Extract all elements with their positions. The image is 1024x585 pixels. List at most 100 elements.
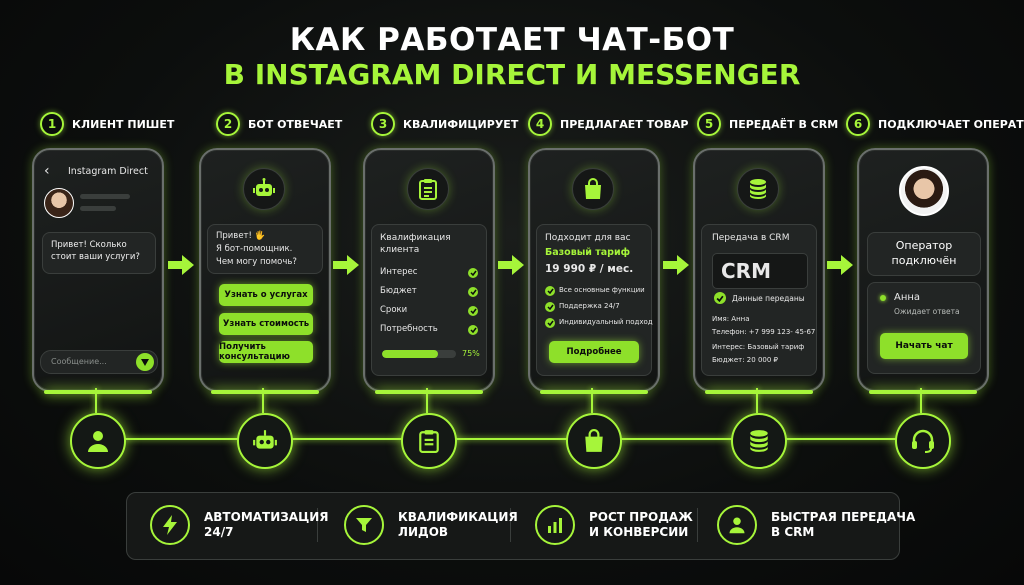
plan-name: Базовый тариф	[545, 247, 631, 258]
step-6-header: 6 ПОДКЛЮЧАЕТ ОПЕРАТОРА	[846, 112, 1024, 136]
crm-field: Бюджет: 20 000 ₽	[712, 356, 778, 364]
connector	[920, 388, 922, 413]
plan-feature: Поддержка 24/7	[559, 302, 620, 310]
bot-greeting: Привет! 🖐	[216, 231, 266, 241]
feature-automation: АВТОМАТИЗАЦИЯ 24/7	[150, 492, 329, 558]
step-label: ПЕРЕДАЁТ В CRM	[729, 117, 839, 131]
placeholder-line	[80, 194, 130, 199]
step-1-header: 1 КЛИЕНТ ПИШЕТ	[40, 112, 174, 136]
feature-line: БЫСТРАЯ ПЕРЕДАЧА	[771, 510, 916, 524]
progress-bar	[382, 350, 456, 358]
feature-line: В CRM	[771, 525, 815, 539]
phone-crm-transfer: Передача в CRM CRM Данные переданы Имя: …	[693, 148, 825, 394]
database-icon	[737, 168, 779, 210]
plan-feature: Все основные функции	[559, 286, 645, 294]
step-number: 2	[216, 112, 240, 136]
step-label: БОТ ОТВЕЧАЕТ	[248, 117, 343, 131]
arrow-right-icon	[498, 255, 524, 275]
step-number: 4	[528, 112, 552, 136]
plan-price: 19 990 ₽ / мес.	[545, 263, 634, 275]
connector	[756, 388, 758, 413]
feature-crm-transfer: БЫСТРАЯ ПЕРЕДАЧА В CRM	[717, 492, 915, 558]
progress-fill	[382, 350, 438, 358]
headset-icon	[895, 413, 951, 469]
step-label: ПОДКЛЮЧАЕТ ОПЕРАТОРА	[878, 117, 1024, 131]
criteria-label: Бюджет	[380, 286, 417, 296]
qualification-title: клиента	[380, 245, 420, 255]
check-icon	[714, 292, 726, 304]
robot-icon	[237, 413, 293, 469]
feature-line: И КОНВЕРСИИ	[589, 525, 689, 539]
step-5-header: 5 ПЕРЕДАЁТ В CRM	[697, 112, 838, 136]
check-icon	[468, 287, 478, 297]
operator-status: Оператор	[895, 239, 953, 252]
step-number: 5	[697, 112, 721, 136]
step-3-header: 3 КВАЛИФИЦИРУЕТ	[371, 112, 518, 136]
criteria-label: Потребность	[380, 324, 438, 334]
back-icon[interactable]: ‹	[44, 163, 50, 179]
qualification-card: Квалификация клиента Интерес Бюджет Срок…	[371, 224, 487, 376]
step-label: КЛИЕНТ ПИШЕТ	[72, 117, 175, 131]
avatar	[44, 188, 74, 218]
send-icon[interactable]	[136, 353, 154, 371]
operator-status-card: Оператор подключён	[867, 232, 981, 276]
services-button[interactable]: Узнать о услугах	[219, 284, 313, 306]
consultation-button[interactable]: Получить консультацию	[219, 341, 313, 363]
price-button[interactable]: Узнать стоимость	[219, 313, 313, 335]
step-number: 6	[846, 112, 870, 136]
message-input[interactable]: Сообщение...	[40, 350, 158, 374]
feature-line: 24/7	[204, 525, 234, 539]
timeline-line	[122, 438, 912, 440]
plan-feature: Индивидуальный подход	[559, 318, 653, 326]
divider	[510, 508, 511, 542]
phone-operator: Оператор подключён Анна Ожидает ответа Н…	[857, 148, 989, 394]
shopping-bag-icon	[566, 413, 622, 469]
bot-line: Чем могу помочь?	[216, 257, 297, 267]
crm-field: Имя: Анна	[712, 315, 750, 323]
phone-offers-product: Подходит для вас Базовый тариф 19 990 ₽ …	[528, 148, 660, 394]
chat-header: Instagram Direct	[68, 166, 148, 177]
step-number: 3	[371, 112, 395, 136]
feature-line: ЛИДОВ	[398, 525, 449, 539]
divider	[317, 508, 318, 542]
feature-line: РОСТ ПРОДАЖ	[589, 510, 693, 524]
check-icon	[545, 318, 555, 328]
client-status: Ожидает ответа	[894, 307, 960, 316]
step-number: 1	[40, 112, 64, 136]
details-button[interactable]: Подробнее	[549, 341, 639, 363]
check-icon	[468, 268, 478, 278]
operator-avatar	[899, 166, 949, 216]
shopping-bag-icon	[572, 168, 614, 210]
online-dot	[880, 295, 886, 301]
offer-card: Подходит для вас Базовый тариф 19 990 ₽ …	[536, 224, 653, 376]
phone-qualifies: Квалификация клиента Интерес Бюджет Срок…	[363, 148, 495, 394]
connector	[426, 388, 428, 413]
clipboard-icon	[407, 168, 449, 210]
arrow-right-icon	[333, 255, 359, 275]
message-bubble: Привет! Сколько стоит ваши услуги?	[42, 232, 156, 274]
step-label: КВАЛИФИЦИРУЕТ	[403, 117, 519, 131]
feature-sales-growth: РОСТ ПРОДАЖ И КОНВЕРСИИ	[535, 492, 693, 558]
arrow-right-icon	[663, 255, 689, 275]
phone-client-writes: ‹ Instagram Direct Привет! Сколько стоит…	[32, 148, 164, 394]
progress-label: 75%	[462, 349, 480, 358]
lightning-icon	[150, 505, 190, 545]
step-label: ПРЕДЛАГАЕТ ТОВАР	[560, 117, 689, 131]
user-icon	[70, 413, 126, 469]
client-name: Анна	[894, 292, 921, 303]
funnel-icon	[344, 505, 384, 545]
feature-qualification: КВАЛИФИКАЦИЯ ЛИДОВ	[344, 492, 518, 558]
criteria-label: Сроки	[380, 305, 408, 315]
bar-chart-icon	[535, 505, 575, 545]
phone-bot-answers: Привет! 🖐 Я бот-помощник. Чем могу помоч…	[199, 148, 331, 394]
start-chat-button[interactable]: Начать чат	[880, 333, 968, 359]
features-panel	[126, 492, 900, 560]
crm-box: CRM	[712, 253, 808, 289]
step-2-header: 2 БОТ ОТВЕЧАЕТ	[216, 112, 342, 136]
crm-status: Данные переданы	[732, 294, 805, 303]
crm-label: CRM	[721, 259, 771, 283]
check-icon	[545, 302, 555, 312]
criteria-label: Интерес	[380, 267, 418, 277]
message-input-placeholder: Сообщение...	[51, 357, 107, 366]
title-line-1: КАК РАБОТАЕТ ЧАТ-БОТ	[289, 22, 735, 58]
